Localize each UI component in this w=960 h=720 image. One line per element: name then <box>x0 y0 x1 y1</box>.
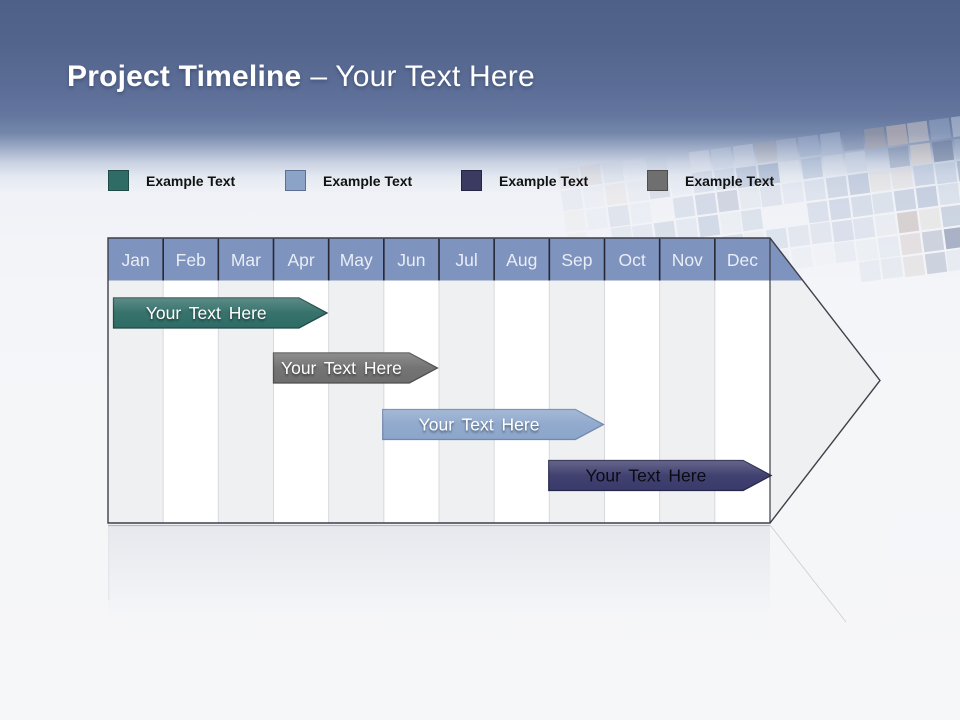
month-label-jul: Jul <box>455 250 477 270</box>
gantt-bar-label: Your Text Here <box>586 466 707 486</box>
gantt-bar-gloss <box>273 353 438 383</box>
slide-title: Project Timeline– Your Text Here <box>67 60 535 94</box>
gantt-bar-4: Your Text Here <box>548 459 773 492</box>
legend-item-3: Example Text <box>461 169 588 192</box>
gantt-bar-2: Your Text Here <box>272 352 439 384</box>
legend-label: Example Text <box>323 172 413 189</box>
gantt-bar-label: Your Text Here <box>419 415 540 435</box>
month-label-jun: Jun <box>397 250 425 270</box>
arrow-tip-area <box>770 280 880 523</box>
month-label-feb: Feb <box>176 250 206 270</box>
gantt-bar-gloss <box>382 409 604 440</box>
legend-item-4: Example Text <box>647 169 774 192</box>
legend-swatch-1 <box>108 170 129 191</box>
legend-label: Example Text <box>499 172 589 189</box>
legend-item-1: Example Text <box>108 169 235 192</box>
month-label-sep: Sep <box>561 250 592 270</box>
legend-swatch-2 <box>285 170 306 191</box>
slide-title-main: Project Timeline <box>67 60 302 93</box>
legend-swatch-3 <box>461 170 482 191</box>
legend-label: Example Text <box>685 172 775 189</box>
gantt-bar-gloss <box>548 460 772 491</box>
gantt-bar-label: Your Text Here <box>281 358 402 378</box>
month-label-jan: Jan <box>121 250 149 270</box>
gantt-bar-1: Your Text Here <box>112 297 329 329</box>
legend-label: Example Text <box>146 172 236 189</box>
gantt-bar-label: Your Text Here <box>146 303 267 323</box>
gantt-bar-3: Your Text Here <box>382 408 605 441</box>
month-label-dec: Dec <box>727 250 758 270</box>
month-label-mar: Mar <box>231 250 261 270</box>
reflection-diagonal-line <box>769 524 847 623</box>
month-label-oct: Oct <box>618 250 645 270</box>
month-column-shade <box>439 280 495 523</box>
timeline-reflection <box>108 525 770 620</box>
month-column-shade <box>328 280 384 523</box>
month-header-band <box>108 238 880 281</box>
legend-swatch-4 <box>647 170 668 191</box>
timeline-arrow-outline <box>107 237 881 524</box>
month-label-nov: Nov <box>672 250 703 270</box>
month-label-apr: Apr <box>287 250 314 270</box>
slide-title-sub: – Your Text Here <box>310 60 535 93</box>
gantt-bar-gloss <box>113 298 328 328</box>
legend-item-2: Example Text <box>285 169 412 192</box>
month-label-aug: Aug <box>506 250 537 270</box>
month-label-may: May <box>340 250 373 270</box>
